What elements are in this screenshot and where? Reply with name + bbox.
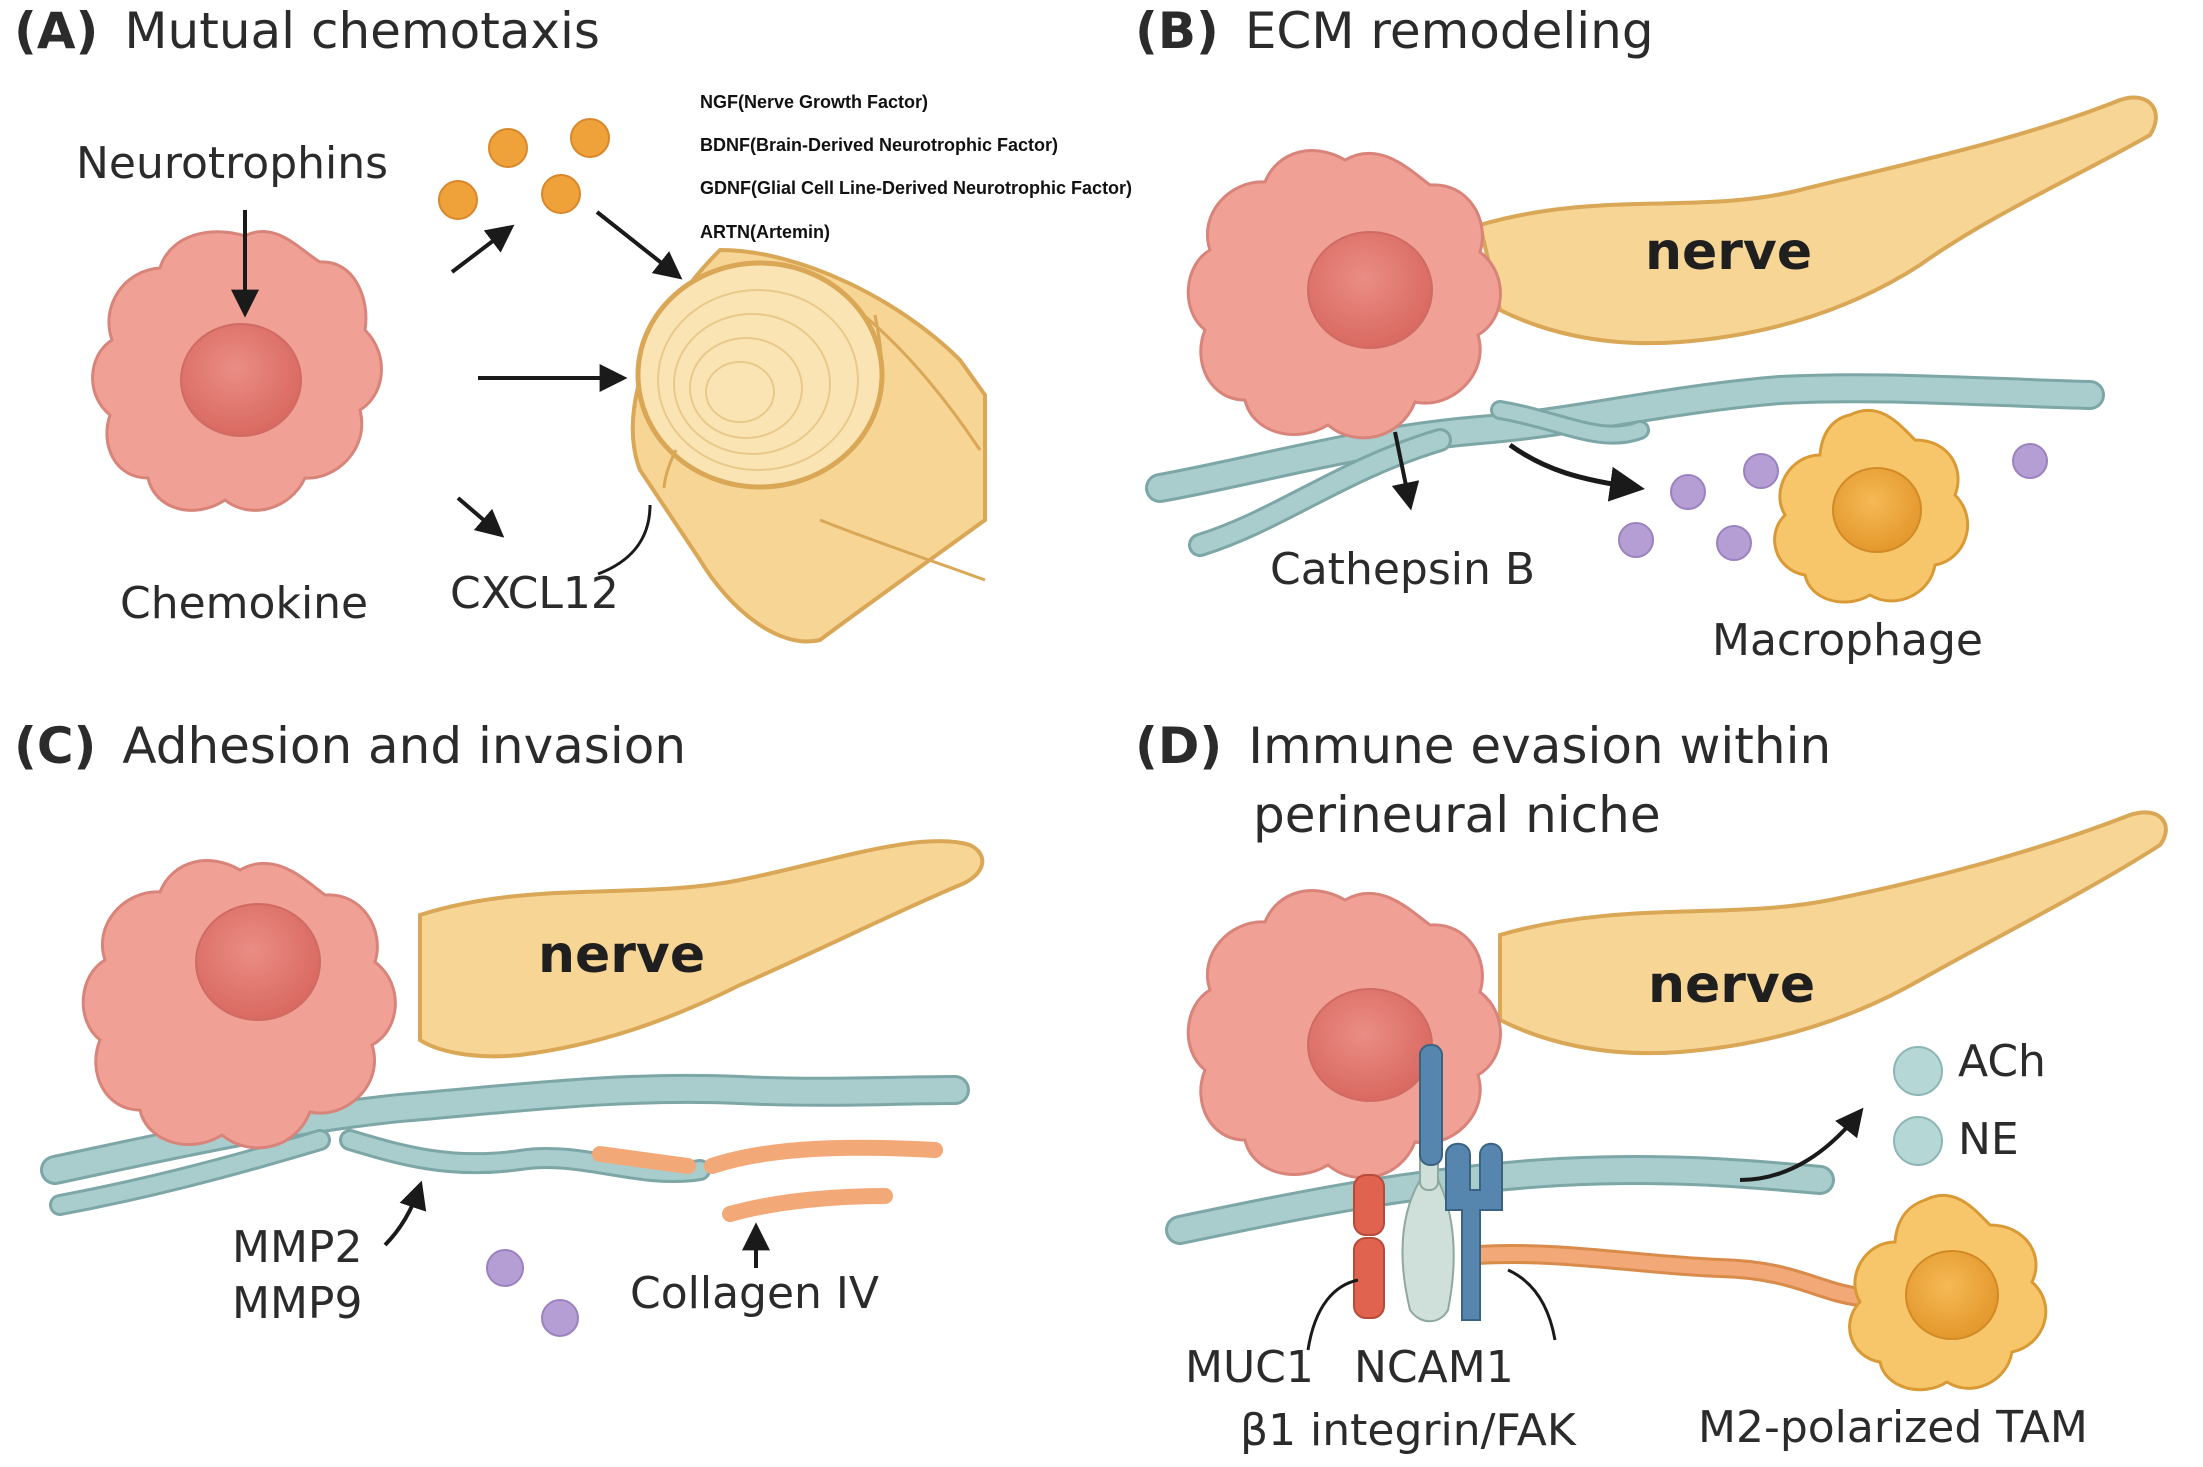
panel-b-tag: (B) (1135, 2, 1219, 60)
tumor-nucleus-a (180, 323, 302, 437)
tumor-nucleus-c (195, 903, 321, 1021)
panel-a-heading: Mutual chemotaxis (124, 2, 600, 60)
ncam1-label: NCAM1 (1354, 1342, 1514, 1393)
mmp2-label: MMP2 (232, 1222, 363, 1273)
m2-tam-label: M2-polarized TAM (1698, 1402, 2088, 1453)
factor-gdnf: GDNF(Glial Cell Line-Derived Neurotrophi… (700, 178, 1133, 198)
panel-a-title: (A) Mutual chemotaxis (14, 2, 600, 60)
macrophage-label: Macrophage (1712, 615, 1983, 666)
ecm-fibers-b (1145, 373, 2105, 557)
mmp9-label: MMP9 (232, 1278, 363, 1329)
nerve-b (1477, 95, 2158, 346)
muc1-label: MUC1 (1185, 1342, 1314, 1393)
nerve-d (1498, 810, 2168, 1056)
collagen-fibers (592, 1139, 943, 1222)
panel-a-tag: (A) (14, 2, 99, 60)
chemokine-label: Chemokine (120, 578, 369, 629)
panel-b-title: (B) ECM remodeling (1135, 2, 1654, 60)
panel-d-heading-line2: perineural niche (1253, 786, 1661, 844)
ne-label: NE (1958, 1114, 2019, 1165)
nerve-label-b: nerve (1645, 222, 1813, 282)
factor-bdnf: BDNF(Brain-Derived Neurotrophic Factor) (700, 135, 1059, 155)
ecm-fibers-d (1165, 1155, 1835, 1245)
m2-tam-nucleus (1905, 1250, 1999, 1340)
nerve-label-c: nerve (538, 925, 706, 985)
factor-artn: ARTN(Artemin) (700, 222, 830, 242)
panel-d-tag: (D) (1135, 717, 1223, 775)
collagen-label: Collagen IV (630, 1268, 880, 1319)
cathepsin-label: Cathepsin B (1270, 544, 1536, 595)
panel-a-arrows (231, 210, 683, 576)
factor-ngf: NGF(Nerve Growth Factor) (700, 92, 929, 112)
panel-d-title: (D) Immune evasion within (1135, 717, 1831, 775)
macrophage-nucleus-b (1832, 467, 1922, 553)
nerve-bundle-cross-section (630, 247, 987, 644)
neurotransmitter-dots (1893, 1046, 1943, 1166)
tumor-nucleus-d (1307, 988, 1433, 1102)
tumor-nucleus-b (1307, 231, 1433, 349)
panel-c-tag: (C) (14, 717, 97, 775)
panel-c-art (40, 839, 985, 1337)
integrin-label: β1 integrin/FAK (1240, 1405, 1576, 1456)
nerve-c (418, 839, 985, 1059)
nerve-label-d: nerve (1648, 955, 1816, 1015)
panel-c-arrows (383, 1180, 770, 1268)
neurotrophin-dots (438, 118, 610, 220)
panel-d-callouts (1306, 1107, 1864, 1351)
ach-label: ACh (1958, 1036, 2046, 1087)
panel-c-heading: Adhesion and invasion (122, 717, 687, 775)
panel-a-art (91, 118, 987, 644)
neurotrophins-label: Neurotrophins (76, 138, 389, 189)
cxcl12-label: CXCL12 (450, 568, 619, 619)
integrin-receptor (1419, 1044, 1503, 1321)
cathepsin-dots (1618, 443, 2048, 561)
panel-c-title: (C) Adhesion and invasion (14, 717, 686, 775)
panel-b-heading: ECM remodeling (1244, 2, 1654, 60)
enzyme-dots-c (486, 1249, 579, 1337)
panel-d-heading-line1: Immune evasion within (1248, 717, 1832, 775)
panel-d-art (1165, 810, 2168, 1392)
muc1-receptor (1353, 1174, 1385, 1319)
panel-b-arrows (1391, 431, 1645, 511)
panel-b-art (1145, 95, 2158, 604)
